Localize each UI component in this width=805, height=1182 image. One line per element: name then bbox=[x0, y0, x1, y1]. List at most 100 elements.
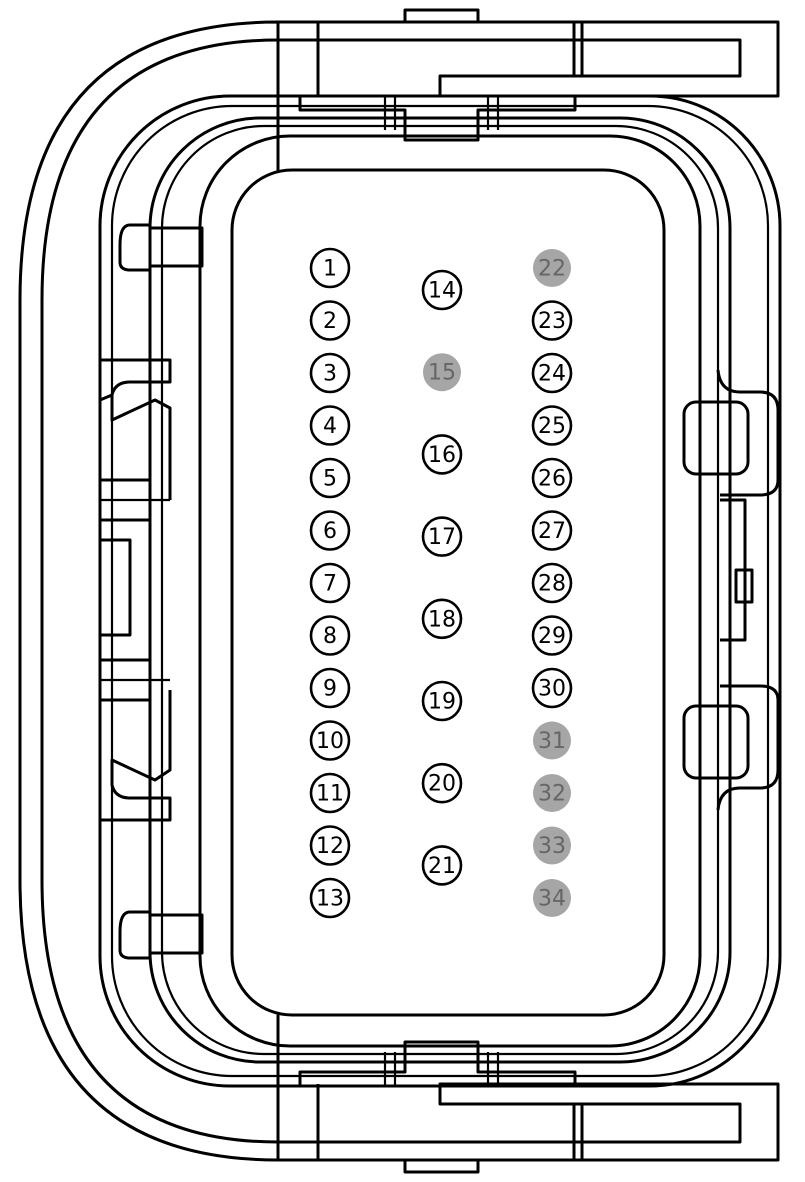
pin-ring bbox=[309, 667, 351, 709]
pin-label: 9 bbox=[323, 677, 337, 702]
pin-ring bbox=[421, 680, 463, 722]
pin-10: 10 bbox=[309, 720, 351, 761]
pin-label: 10 bbox=[316, 729, 344, 754]
pin-27: 27 bbox=[531, 510, 573, 551]
pin-ring bbox=[309, 352, 351, 394]
pin-label: 21 bbox=[428, 854, 456, 879]
pin-ring bbox=[309, 247, 351, 289]
pin-28: 28 bbox=[531, 562, 573, 604]
pin-ring bbox=[421, 516, 463, 557]
pin-5: 5 bbox=[309, 457, 351, 499]
pin-32: 32 bbox=[533, 774, 571, 812]
pin-6: 6 bbox=[309, 510, 351, 551]
pin-13: 13 bbox=[309, 877, 351, 919]
pin-ring bbox=[309, 405, 351, 446]
pin-label: 22 bbox=[538, 257, 566, 282]
pin-ring bbox=[309, 300, 351, 341]
pin-label: 2 bbox=[323, 309, 337, 334]
pin-ring bbox=[531, 667, 573, 709]
pin-ring bbox=[531, 300, 573, 341]
pin-label: 23 bbox=[538, 309, 566, 334]
pin-label: 28 bbox=[538, 572, 566, 597]
pin-label: 26 bbox=[538, 467, 566, 492]
pin-label: 12 bbox=[316, 834, 344, 859]
pin-23: 23 bbox=[531, 300, 573, 341]
pin-label: 32 bbox=[538, 782, 566, 807]
pin-31: 31 bbox=[533, 721, 571, 760]
pin-label: 29 bbox=[538, 624, 566, 649]
pin-26: 26 bbox=[531, 457, 573, 499]
pin-label: 8 bbox=[323, 624, 337, 649]
pin-label: 7 bbox=[323, 572, 337, 597]
pin-30: 30 bbox=[531, 667, 573, 709]
pin-ring bbox=[531, 510, 573, 551]
pin-ring bbox=[531, 405, 573, 446]
pin-21: 21 bbox=[421, 845, 463, 886]
pin-14: 14 bbox=[421, 269, 463, 311]
pin-ring bbox=[421, 598, 463, 640]
pin-ring bbox=[309, 825, 351, 866]
pin-ring bbox=[309, 720, 351, 761]
pin-label: 1 bbox=[323, 257, 337, 282]
pin-array: 1234567891011121314151617181920212223242… bbox=[309, 247, 573, 919]
unpopulated-pin-marker bbox=[533, 774, 571, 812]
pin-label: 20 bbox=[428, 772, 456, 797]
pin-label: 5 bbox=[323, 467, 337, 492]
pin-19: 19 bbox=[421, 680, 463, 722]
pin-label: 27 bbox=[538, 519, 566, 544]
pin-ring bbox=[309, 457, 351, 499]
pin-25: 25 bbox=[531, 405, 573, 446]
pin-label: 15 bbox=[428, 361, 456, 386]
pin-ring bbox=[531, 352, 573, 394]
unpopulated-pin-marker bbox=[533, 879, 571, 917]
pin-ring bbox=[309, 772, 351, 814]
pin-20: 20 bbox=[421, 762, 463, 804]
pin-label: 19 bbox=[428, 690, 456, 715]
pin-label: 11 bbox=[316, 782, 344, 807]
pin-ring bbox=[309, 510, 351, 551]
pin-label: 3 bbox=[323, 362, 337, 387]
pin-ring bbox=[421, 269, 463, 311]
pin-3: 3 bbox=[309, 352, 351, 394]
pin-18: 18 bbox=[421, 598, 463, 640]
pin-label: 18 bbox=[428, 607, 456, 632]
pin-15: 15 bbox=[423, 353, 461, 392]
pin-label: 30 bbox=[538, 677, 566, 702]
pin-ring bbox=[531, 562, 573, 604]
pin-33: 33 bbox=[533, 826, 571, 865]
unpopulated-pin-marker bbox=[533, 721, 571, 760]
pin-8: 8 bbox=[309, 615, 351, 656]
pin-label: 24 bbox=[538, 362, 566, 387]
pin-22: 22 bbox=[533, 249, 571, 287]
pin-ring bbox=[309, 615, 351, 656]
pin-17: 17 bbox=[421, 516, 463, 557]
pin-1: 1 bbox=[309, 247, 351, 289]
pin-ring bbox=[309, 562, 351, 604]
pin-29: 29 bbox=[531, 615, 573, 656]
pin-label: 13 bbox=[316, 887, 344, 912]
pin-ring bbox=[421, 762, 463, 804]
pin-ring bbox=[531, 457, 573, 499]
pin-label: 25 bbox=[538, 414, 566, 439]
pin-12: 12 bbox=[309, 825, 351, 866]
unpopulated-pin-marker bbox=[533, 249, 571, 287]
connector-housing bbox=[18, 8, 782, 1174]
pin-label: 17 bbox=[428, 525, 456, 550]
pin-label: 16 bbox=[428, 443, 456, 468]
pin-11: 11 bbox=[309, 772, 351, 814]
pin-label: 4 bbox=[323, 414, 337, 439]
pin-16: 16 bbox=[421, 434, 463, 475]
unpopulated-pin-marker bbox=[423, 353, 461, 392]
pin-ring bbox=[531, 615, 573, 656]
pin-label: 31 bbox=[538, 729, 566, 754]
pin-34: 34 bbox=[533, 879, 571, 917]
pin-ring bbox=[309, 877, 351, 919]
pin-2: 2 bbox=[309, 300, 351, 341]
pin-label: 33 bbox=[538, 834, 566, 859]
pin-label: 14 bbox=[428, 279, 456, 304]
pin-7: 7 bbox=[309, 562, 351, 604]
pin-4: 4 bbox=[309, 405, 351, 446]
pin-ring bbox=[421, 845, 463, 886]
pin-9: 9 bbox=[309, 667, 351, 709]
